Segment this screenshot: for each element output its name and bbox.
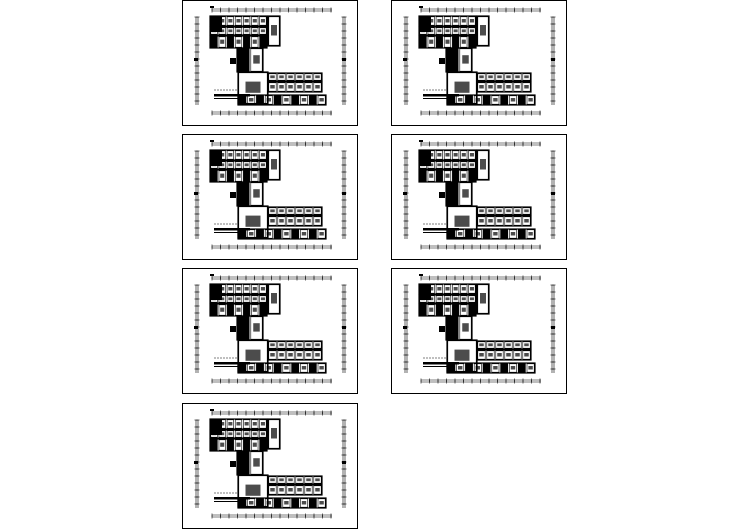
sheet-border [182,403,358,529]
floor-plan-sheet [182,268,358,394]
floor-plan-sheet [182,0,358,126]
sheet-border [182,134,358,260]
sheet-border [391,134,567,260]
sheet-border [182,0,358,126]
floor-plan-sheet [391,134,567,260]
floor-plan-sheet [182,134,358,260]
sheet-border [391,0,567,126]
sheet-border [182,268,358,394]
floor-plan-sheet [391,0,567,126]
floor-plan-sheet [182,403,358,529]
sheet-border [391,268,567,394]
floor-plan-sheet [391,268,567,394]
